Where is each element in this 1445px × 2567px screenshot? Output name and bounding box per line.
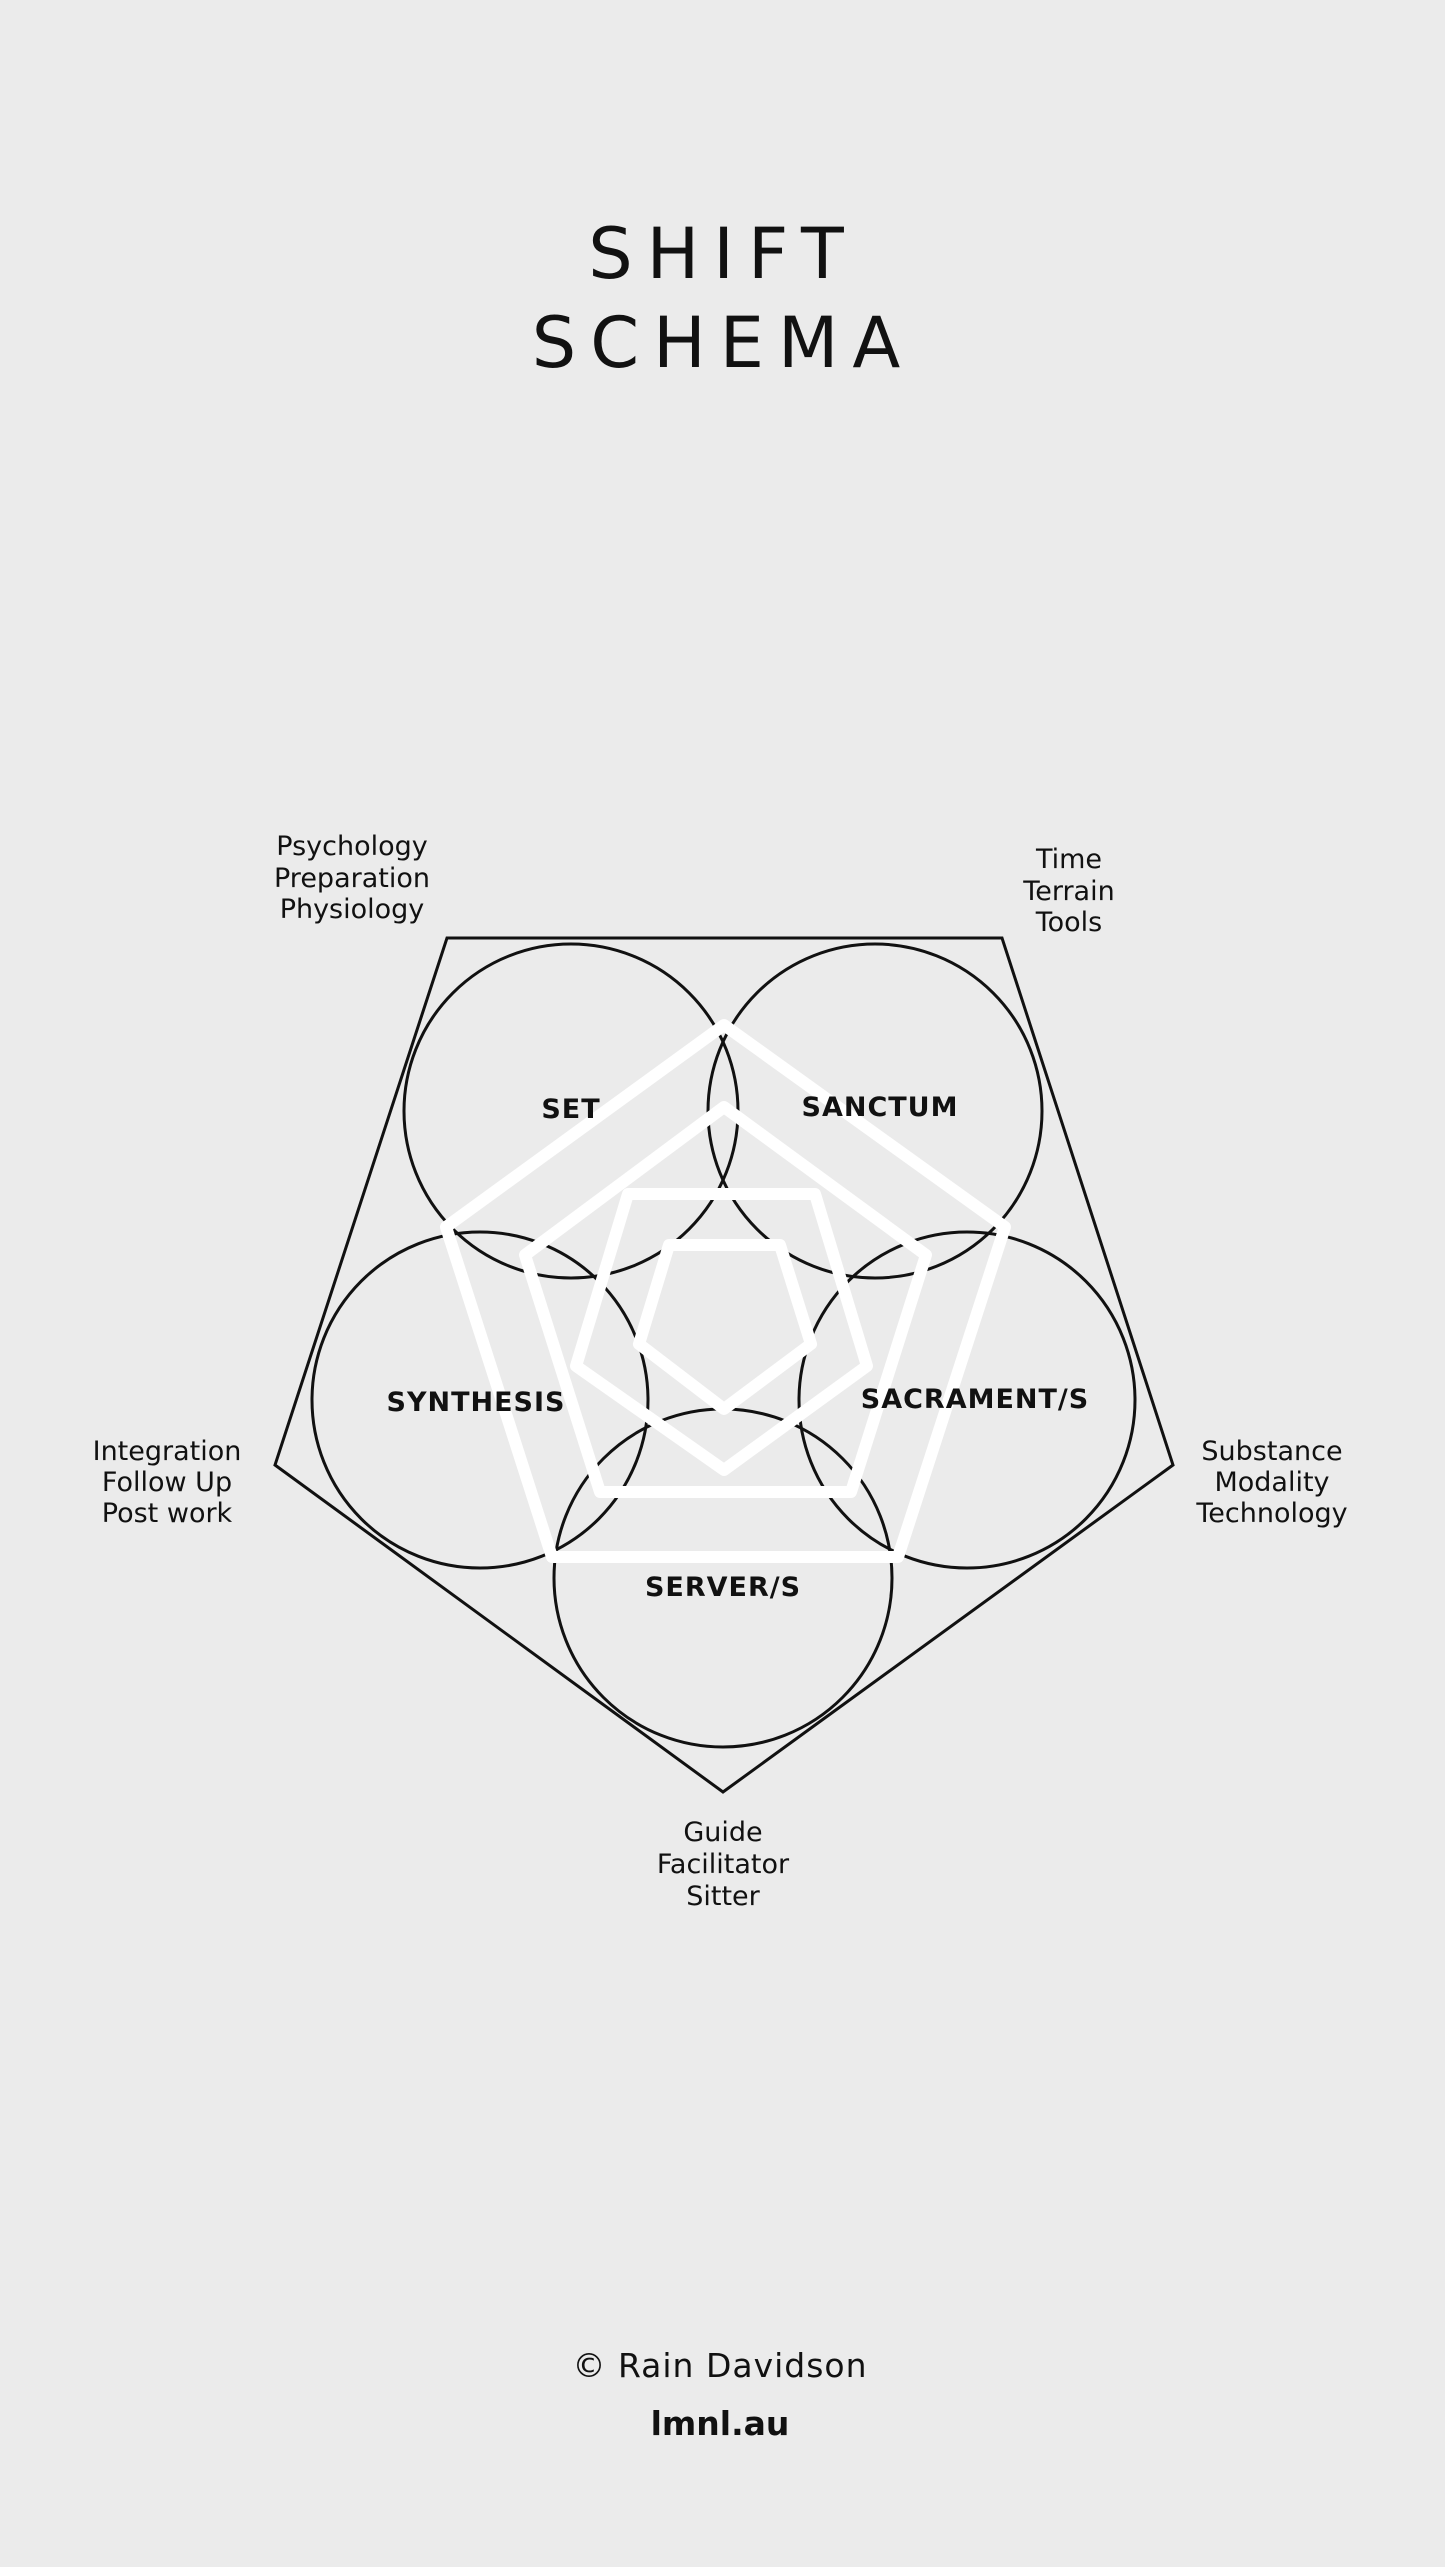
white-pentagon-4 [633,1239,817,1415]
annotation-line: Terrain [1022,876,1114,907]
title-line-1: SHIFT [588,213,858,295]
annotation-line: Facilitator [657,1849,790,1880]
circle-synthesis [310,1230,650,1570]
annotation-line: Preparation [274,863,430,894]
node-label-synthesis: SYNTHESIS [387,1387,566,1418]
node-label-sacrament: SACRAMENT/S [861,1384,1089,1415]
annotation-server: Guide Facilitator Sitter [657,1817,790,1912]
annotation-line: Integration [93,1436,242,1467]
annotation-line: Technology [1195,1498,1347,1529]
annotation-set: Psychology Preparation Physiology [274,831,430,925]
node-label-set: SET [541,1094,600,1125]
annotation-line: Psychology [276,831,427,862]
node-label-server: SERVER/S [645,1572,801,1603]
annotation-sanctum: Time Terrain Tools [1022,844,1114,938]
circle-sacrament [797,1230,1137,1570]
title-line-2: SCHEMA [532,302,914,384]
annotation-sacrament: Substance Modality Technology [1195,1436,1347,1529]
copyright-text: © Rain Davidson [572,2346,867,2385]
circle-sanctum [706,942,1044,1280]
white-pentagon-1 [440,1019,1011,1563]
white-pentagon-2 [519,1101,932,1498]
annotation-line: Sitter [686,1881,760,1912]
white-pentagon-3 [570,1188,873,1476]
outer-pentagon [273,936,1175,1794]
annotation-line: Modality [1214,1467,1329,1498]
annotation-synthesis: Integration Follow Up Post work [93,1436,242,1529]
annotation-line: Tools [1035,907,1103,938]
annotation-line: Substance [1201,1436,1342,1467]
annotation-line: Physiology [280,894,425,925]
annotation-line: Follow Up [102,1467,232,1498]
website-link[interactable]: lmnl.au [651,2404,790,2443]
node-label-sanctum: SANCTUM [802,1092,959,1123]
annotation-line: Post work [102,1498,233,1529]
annotation-line: Time [1035,844,1102,875]
annotation-line: Guide [683,1817,762,1848]
